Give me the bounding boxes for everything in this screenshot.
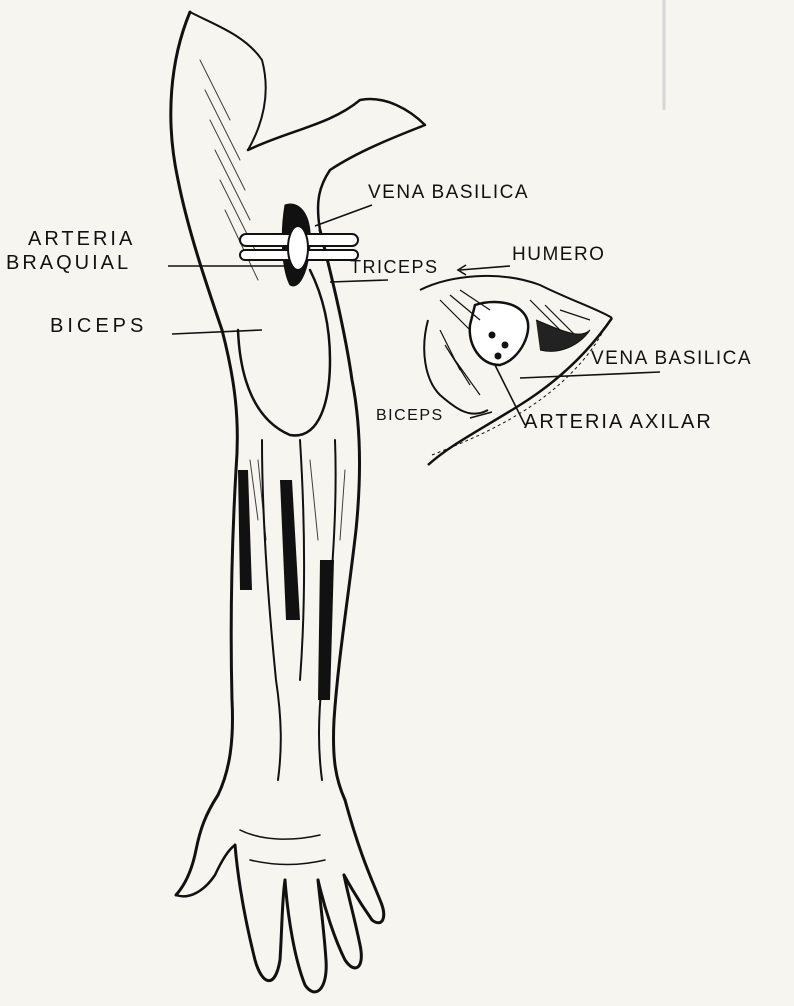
cross-section xyxy=(420,276,612,465)
label-biceps-main: BICEPS xyxy=(50,316,147,336)
label-arteria-braquial-line1: ARTERIA xyxy=(28,229,135,249)
label-humero: HUMERO xyxy=(512,245,605,264)
label-biceps-section: BICEPS xyxy=(376,408,444,424)
label-arteria-braquial-line2: BRAQUIAL xyxy=(6,253,131,273)
arm-outline xyxy=(171,12,425,992)
label-arteria-axilar: ARTERIA AXILAR xyxy=(524,412,713,432)
label-vena-basilica-top: VENA BASILICA xyxy=(368,183,529,202)
label-vena-basilica-section: VENA BASILICA xyxy=(591,349,752,368)
label-triceps: TRICEPS xyxy=(350,258,439,276)
